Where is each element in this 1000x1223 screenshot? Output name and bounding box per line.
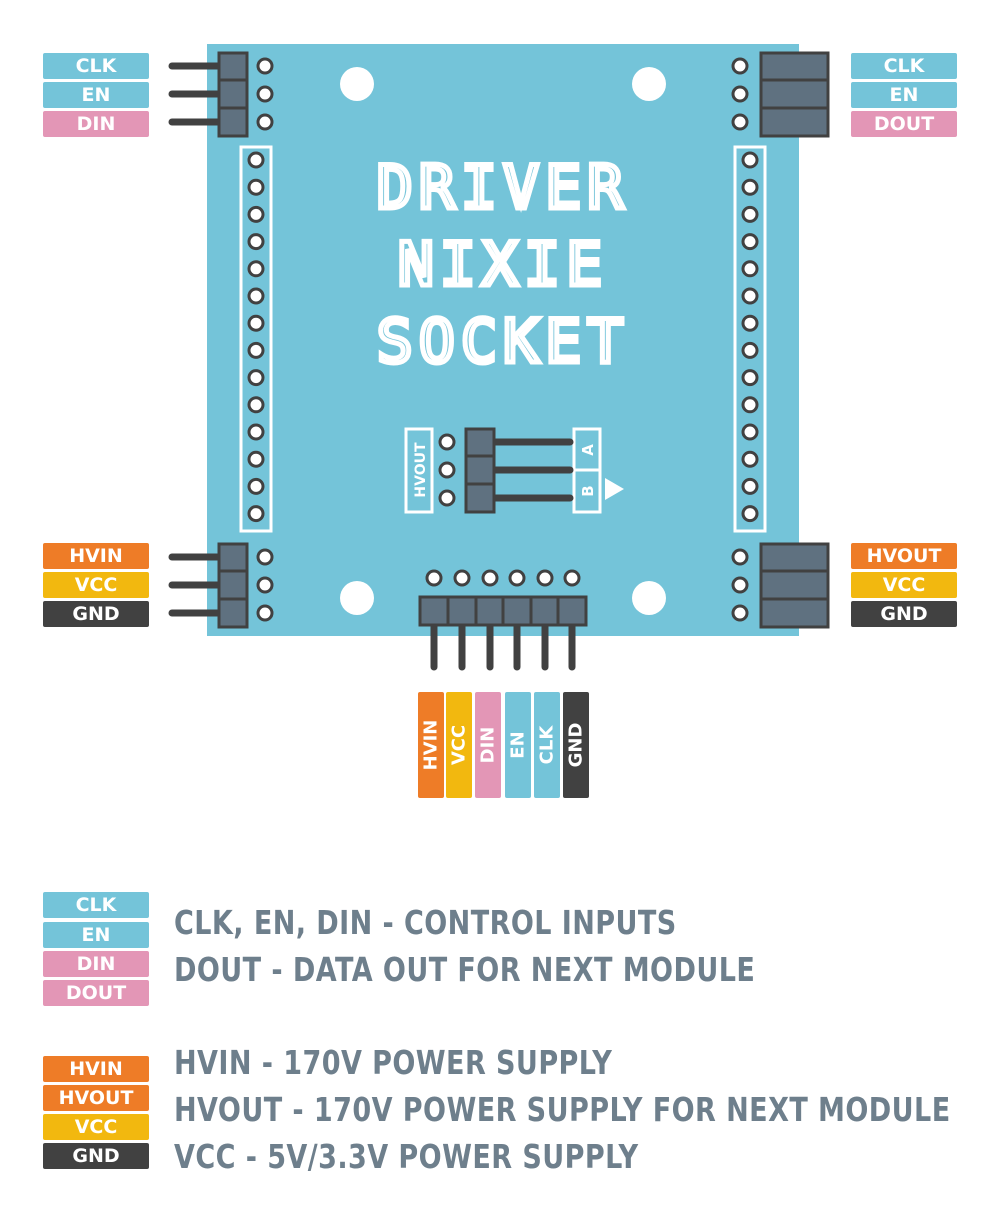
pcb-board: [207, 44, 799, 636]
legend-line-data-out: DOUT - DATA OUT FOR NEXT MODULE: [174, 950, 756, 989]
strip-pad: [247, 423, 265, 441]
label-top-left-din: DIN: [43, 111, 149, 137]
label-top-right-dout: DOUT: [851, 111, 957, 137]
strip-pad: [741, 505, 759, 523]
legend-line-hvin: HVIN - 170V POWER SUPPLY: [174, 1043, 613, 1082]
label-bottom-pin-gnd-text: GND: [565, 722, 587, 768]
legend-badge-din: DIN: [43, 951, 149, 977]
strip-pad: [741, 341, 759, 359]
label-bottom-left-hvin: HVIN: [43, 543, 149, 569]
socket-bottom-right: [731, 542, 830, 629]
label-top-left-clk: CLK: [43, 53, 149, 79]
strip-pad: [247, 233, 265, 251]
board-title-line-3: SOCKET: [377, 307, 630, 377]
legend-line-vcc: VCC - 5V/3.3V POWER SUPPLY: [174, 1137, 639, 1176]
label-bottom-pin-gnd: GND: [563, 692, 589, 798]
header-bottom-left: [168, 542, 274, 629]
strip-pad: [247, 396, 265, 414]
legend-badge-gnd: GND: [43, 1143, 149, 1169]
strip-pad: [247, 205, 265, 223]
strip-pad: [741, 178, 759, 196]
arrow-icon: [605, 478, 624, 500]
header-top-left: [168, 51, 274, 138]
strip-pad: [247, 178, 265, 196]
label-top-right-clk: CLK: [851, 53, 957, 79]
label-bottom-pin-clk: CLK: [534, 692, 560, 798]
label-bottom-right-hvout: HVOUT: [851, 543, 957, 569]
label-bottom-pin-vcc: VCC: [446, 692, 472, 798]
legend-badge-clk: CLK: [43, 892, 149, 918]
b-silkscreen-label: B: [579, 485, 597, 496]
strip-pad: [741, 205, 759, 223]
strip-pad: [247, 450, 265, 468]
board-title-line-1: DRIVER: [377, 153, 630, 223]
label-bottom-pin-din-text: DIN: [477, 726, 499, 764]
label-bottom-pin-hvin: HVIN: [418, 692, 444, 798]
strip-pad: [247, 341, 265, 359]
label-bottom-left-vcc: VCC: [43, 572, 149, 598]
strip-pad: [741, 423, 759, 441]
center-header: [438, 427, 574, 514]
legend-badge-vcc: VCC: [43, 1114, 149, 1140]
board-title-line-2: NIXIE: [398, 230, 609, 300]
strip-pad: [247, 505, 265, 523]
strip-pad: [247, 260, 265, 278]
label-bottom-left-gnd: GND: [43, 601, 149, 627]
legend-badge-hvout: HVOUT: [43, 1085, 149, 1111]
strip-pad: [741, 233, 759, 251]
strip-pad: [247, 151, 265, 169]
strip-pad: [741, 260, 759, 278]
label-bottom-pin-din: DIN: [475, 692, 501, 798]
legend-line-hvout: HVOUT - 170V POWER SUPPLY FOR NEXT MODUL…: [174, 1090, 951, 1129]
strip-pad: [741, 450, 759, 468]
strip-pad: [247, 369, 265, 387]
strip-pad: [741, 396, 759, 414]
pad-strip-right: [733, 145, 767, 533]
header-bottom-six-pin: [418, 569, 588, 671]
pad-strip-left: [239, 145, 273, 533]
mounting-hole: [340, 581, 374, 615]
hvout-silkscreen-label: HVOUT: [413, 442, 429, 498]
mounting-hole: [632, 581, 666, 615]
label-top-right-en: EN: [851, 82, 957, 108]
legend-line-control-inputs: CLK, EN, DIN - CONTROL INPUTS: [174, 903, 677, 942]
a-silkscreen-label: A: [579, 444, 597, 456]
label-bottom-pin-en-text: EN: [507, 731, 529, 759]
strip-pad: [741, 287, 759, 305]
label-top-left-en: EN: [43, 82, 149, 108]
strip-pad: [741, 477, 759, 495]
strip-pad: [741, 369, 759, 387]
label-bottom-pin-en: EN: [505, 692, 531, 798]
legend-badge-en: EN: [43, 922, 149, 948]
strip-pad: [247, 287, 265, 305]
label-bottom-pin-clk-text: CLK: [536, 725, 558, 765]
mounting-hole: [340, 67, 374, 101]
label-bottom-right-vcc: VCC: [851, 572, 957, 598]
strip-pad: [247, 477, 265, 495]
hvout-silkscreen-box: [404, 427, 434, 514]
label-bottom-pin-vcc-text: VCC: [448, 724, 470, 766]
legend-badge-dout: DOUT: [43, 980, 149, 1006]
mounting-hole: [632, 67, 666, 101]
strip-pad: [741, 151, 759, 169]
socket-top-right: [731, 51, 830, 138]
strip-pad: [247, 314, 265, 332]
label-bottom-pin-hvin-text: HVIN: [420, 719, 442, 771]
label-bottom-right-gnd: GND: [851, 601, 957, 627]
strip-pad: [741, 314, 759, 332]
legend-badge-hvin: HVIN: [43, 1056, 149, 1082]
